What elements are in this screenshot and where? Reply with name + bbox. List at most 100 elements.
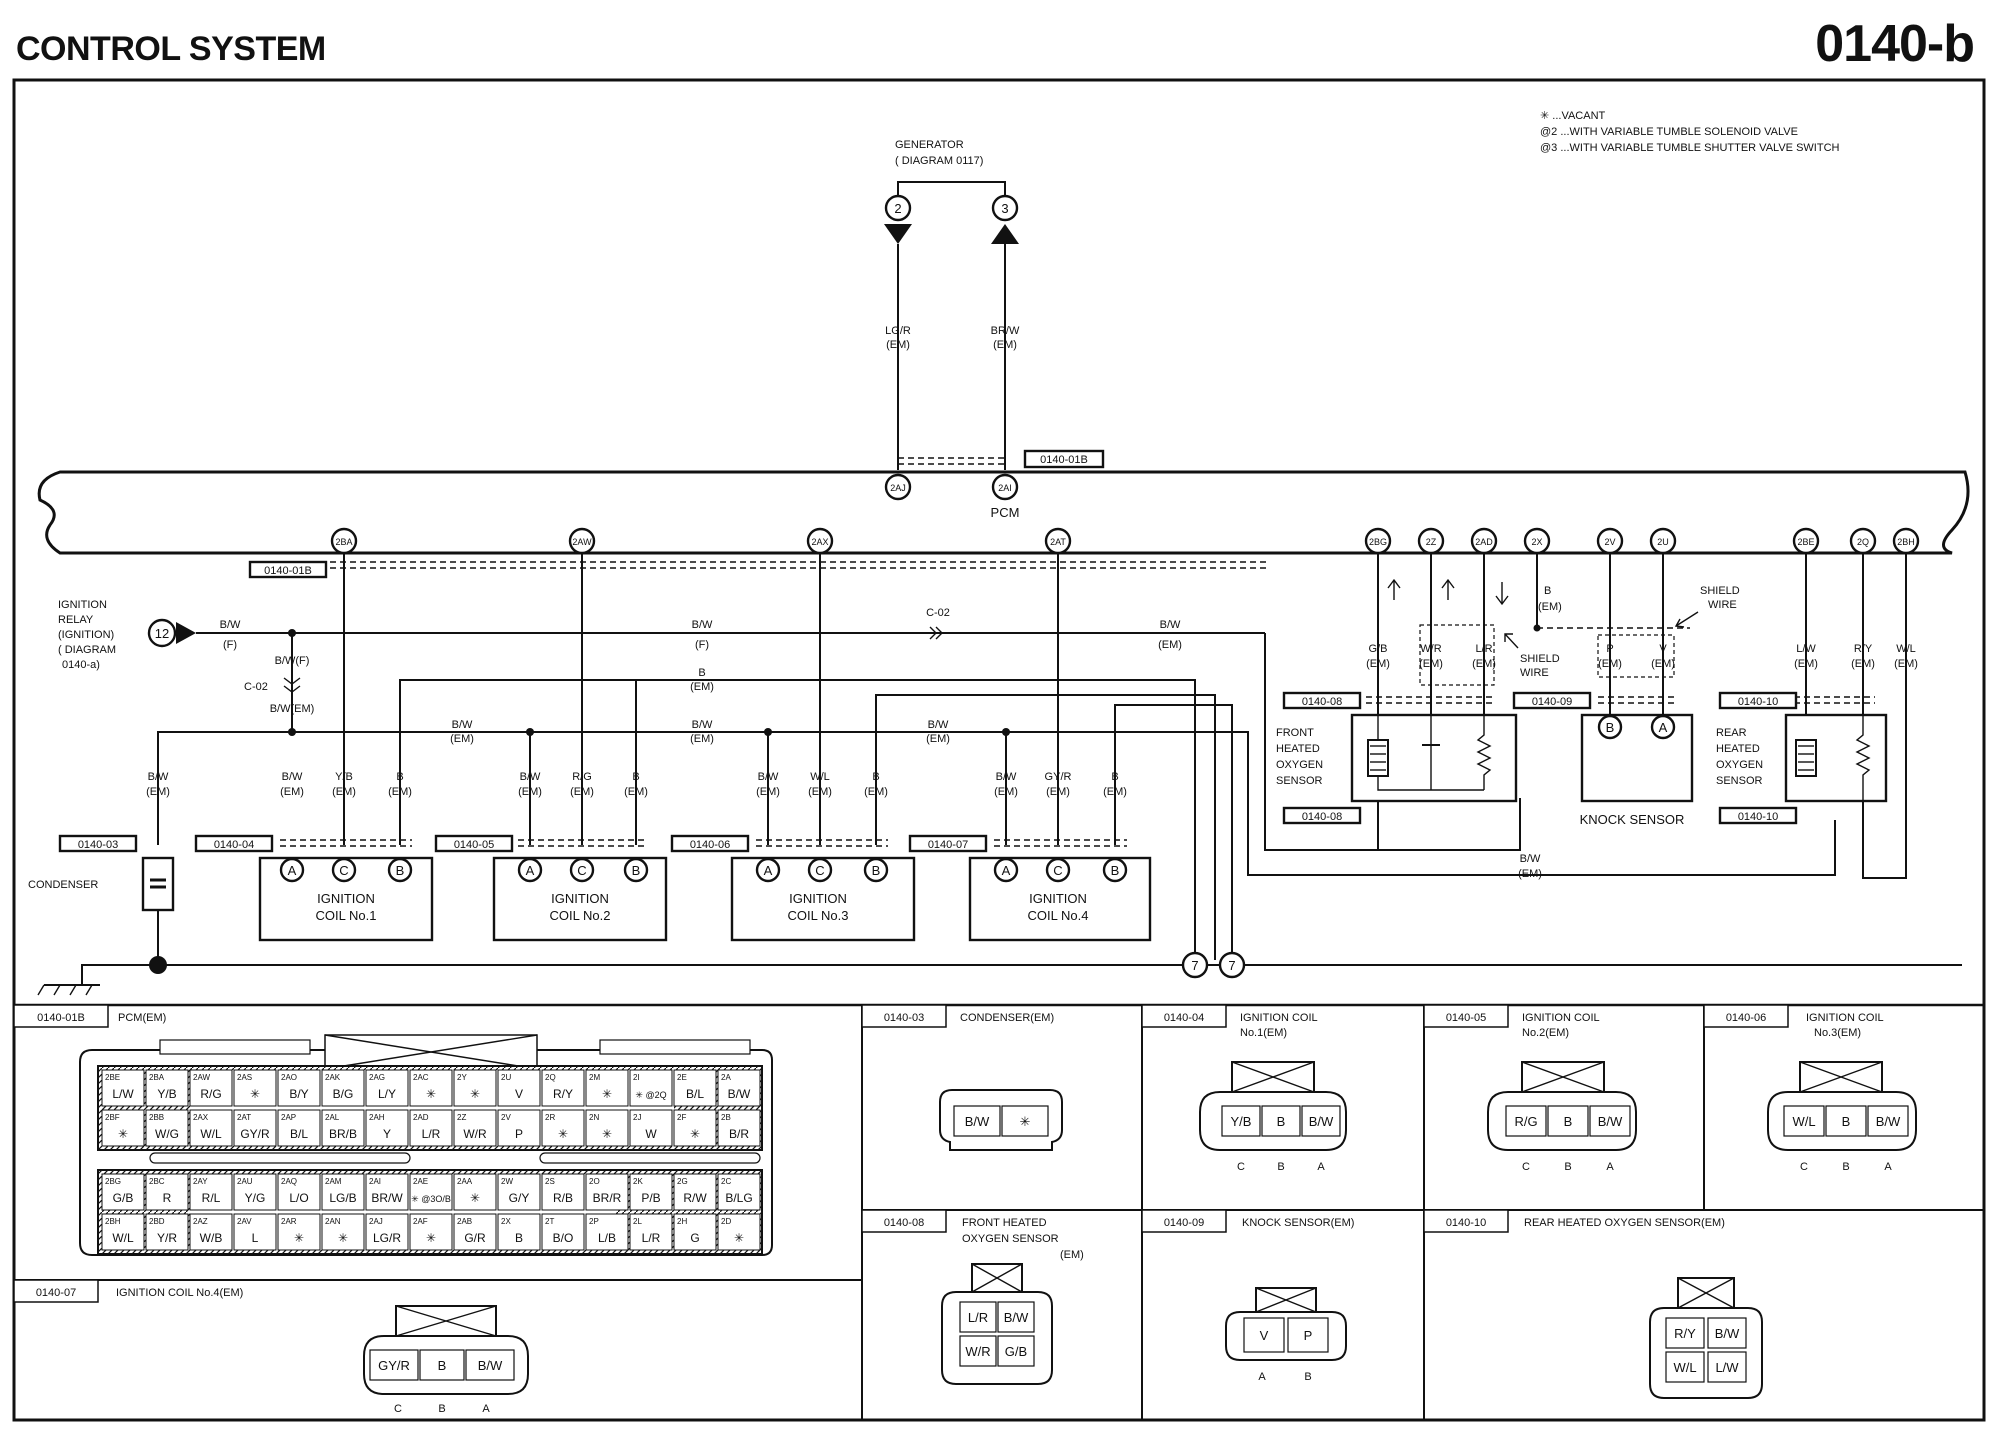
pcm-terminal-id: 2AJ [369, 1217, 383, 1226]
svg-text:COIL No.3: COIL No.3 [788, 908, 849, 923]
pcm-terminal-id: 2AM [325, 1177, 342, 1186]
pcm-terminal [541, 1109, 585, 1147]
pcm-terminal [145, 1213, 189, 1251]
pcm-terminal-id: 2AT [237, 1113, 251, 1122]
svg-text:HEATED: HEATED [1716, 743, 1760, 755]
pcm-terminal-wire: W/L [200, 1127, 222, 1141]
svg-text:REAR HEATED OXYGEN SENSOR(EM): REAR HEATED OXYGEN SENSOR(EM) [1524, 1217, 1725, 1229]
pcm-terminal-wire: B/L [686, 1087, 704, 1101]
svg-text:B/W: B/W [928, 719, 949, 731]
svg-text:B/W: B/W [965, 1114, 990, 1129]
svg-text:B/W: B/W [1309, 1114, 1334, 1129]
svg-text:0140-05: 0140-05 [1446, 1012, 1486, 1024]
svg-text:(EM): (EM) [1894, 658, 1918, 670]
panel-condenser: 0140-03 CONDENSER(EM) B/W ✳ [861, 1004, 1063, 1151]
svg-text:(EM): (EM) [570, 786, 594, 798]
pcm-terminal [409, 1069, 453, 1107]
knock-sensor: B(EM) P(EM) V(EM) SHIELD WIRE 0140-09 B … [1512, 553, 1740, 827]
pcm-terminal [365, 1213, 409, 1251]
svg-text:COIL No.4: COIL No.4 [1028, 908, 1089, 923]
pcm-terminal [717, 1213, 761, 1251]
svg-text:B/W: B/W [1160, 619, 1181, 631]
svg-text:2BA: 2BA [335, 537, 352, 547]
svg-text:B: B [872, 863, 881, 878]
pcm-terminal-id: 2AQ [281, 1177, 297, 1186]
svg-text:(EM): (EM) [808, 786, 832, 798]
svg-text:2Z: 2Z [1426, 537, 1437, 547]
svg-text:B/W: B/W [452, 719, 473, 731]
svg-text:C: C [394, 1403, 402, 1415]
pcm-terminal-id: 2AR [281, 1217, 297, 1226]
svg-text:12: 12 [155, 626, 169, 641]
svg-text:(EM): (EM) [518, 786, 542, 798]
svg-text:(EM): (EM) [1598, 658, 1622, 670]
svg-text:B: B [438, 1403, 445, 1415]
svg-text:B/W(F): B/W(F) [275, 655, 310, 667]
svg-text:(EM): (EM) [450, 733, 474, 745]
pcm-terminal-wire: B [515, 1231, 523, 1245]
svg-text:A: A [482, 1403, 490, 1415]
pcm-terminal-wire: ✳ [470, 1087, 480, 1101]
svg-text:GY/R: GY/R [378, 1358, 410, 1373]
svg-text:A: A [1606, 1161, 1614, 1173]
pcm-terminal-wire: G [690, 1231, 699, 1245]
svg-text:B: B [1111, 863, 1120, 878]
pcm-terminal-id: 2BG [105, 1177, 121, 1186]
svg-text:KNOCK SENSOR(EM): KNOCK SENSOR(EM) [1242, 1217, 1354, 1229]
panel-coil-3: 0140-06 IGNITION COIL No.3(EM) W/L B B/W… [1703, 1004, 1917, 1173]
pcm-terminal-id: 2AZ [193, 1217, 208, 1226]
pcm-terminal-wire: W/B [200, 1231, 223, 1245]
svg-text:CONDENSER(EM): CONDENSER(EM) [960, 1012, 1054, 1024]
svg-text:7: 7 [1228, 958, 1235, 973]
svg-text:A: A [764, 863, 773, 878]
pcm-terminal-id: 2BD [149, 1217, 165, 1226]
svg-text:IGNITION COIL: IGNITION COIL [1522, 1012, 1600, 1024]
pcm-terminal [233, 1069, 277, 1107]
svg-text:W/L: W/L [1673, 1360, 1696, 1375]
svg-text:SHIELD: SHIELD [1700, 585, 1740, 597]
pcm-terminal [233, 1173, 277, 1211]
svg-text:B/W: B/W [282, 771, 303, 783]
pcm-terminal-wire: R/G [200, 1087, 221, 1101]
panel-front-oxygen-sensor: 0140-08 FRONT HEATED OXYGEN SENSOR (EM) … [861, 1209, 1084, 1385]
svg-text:FRONT HEATED: FRONT HEATED [962, 1217, 1047, 1229]
svg-text:(EM): (EM) [690, 681, 714, 693]
svg-text:0140-03: 0140-03 [884, 1012, 924, 1024]
svg-text:(EM): (EM) [690, 733, 714, 745]
pcm-terminal-wire: R/W [683, 1191, 707, 1205]
pcm-terminal-wire: B/L [290, 1127, 308, 1141]
pcm-terminal-wire: ✳ [338, 1231, 348, 1245]
svg-text:IGNITION: IGNITION [317, 891, 375, 906]
pcm-terminal-wire: B/W [728, 1087, 751, 1101]
pcm-terminal-wire: ✳ [294, 1231, 304, 1245]
pcm-terminal [277, 1173, 321, 1211]
svg-text:0140-10: 0140-10 [1446, 1217, 1486, 1229]
svg-text:A: A [1884, 1161, 1892, 1173]
pcm-terminal-id: 2AX [193, 1113, 209, 1122]
pcm-terminal-id: 2B [721, 1113, 731, 1122]
svg-text:C: C [577, 863, 586, 878]
svg-text:B: B [396, 863, 405, 878]
pcm-terminal-id: 2AU [237, 1177, 253, 1186]
pcm-terminal [629, 1213, 673, 1251]
pcm-terminal-id: 2I [633, 1073, 640, 1082]
svg-text:B: B [438, 1358, 447, 1373]
svg-text:C: C [815, 863, 824, 878]
panel-coil-1: 0140-04 IGNITION COIL No.1(EM) Y/B B B/W… [1141, 1004, 1347, 1173]
svg-text:(EM): (EM) [1103, 786, 1127, 798]
svg-text:(EM): (EM) [388, 786, 412, 798]
svg-text:(F): (F) [695, 639, 709, 651]
pcm-terminal-wire: L/O [289, 1191, 308, 1205]
pcm-terminal [497, 1109, 541, 1147]
svg-text:B/W: B/W [1520, 853, 1541, 865]
pcm-terminal-id: 2AI [369, 1177, 381, 1186]
pcm-terminal-id: 2N [589, 1113, 599, 1122]
pcm-terminal [189, 1173, 233, 1211]
pcm-terminal-wire: W/R [463, 1127, 487, 1141]
svg-text:(IGNITION): (IGNITION) [58, 629, 114, 641]
svg-text:(EM): (EM) [146, 786, 170, 798]
pcm-terminal [497, 1213, 541, 1251]
pcm-terminal [629, 1069, 673, 1107]
pcm-terminal-id: 2L [633, 1217, 642, 1226]
svg-text:2AX: 2AX [811, 537, 828, 547]
